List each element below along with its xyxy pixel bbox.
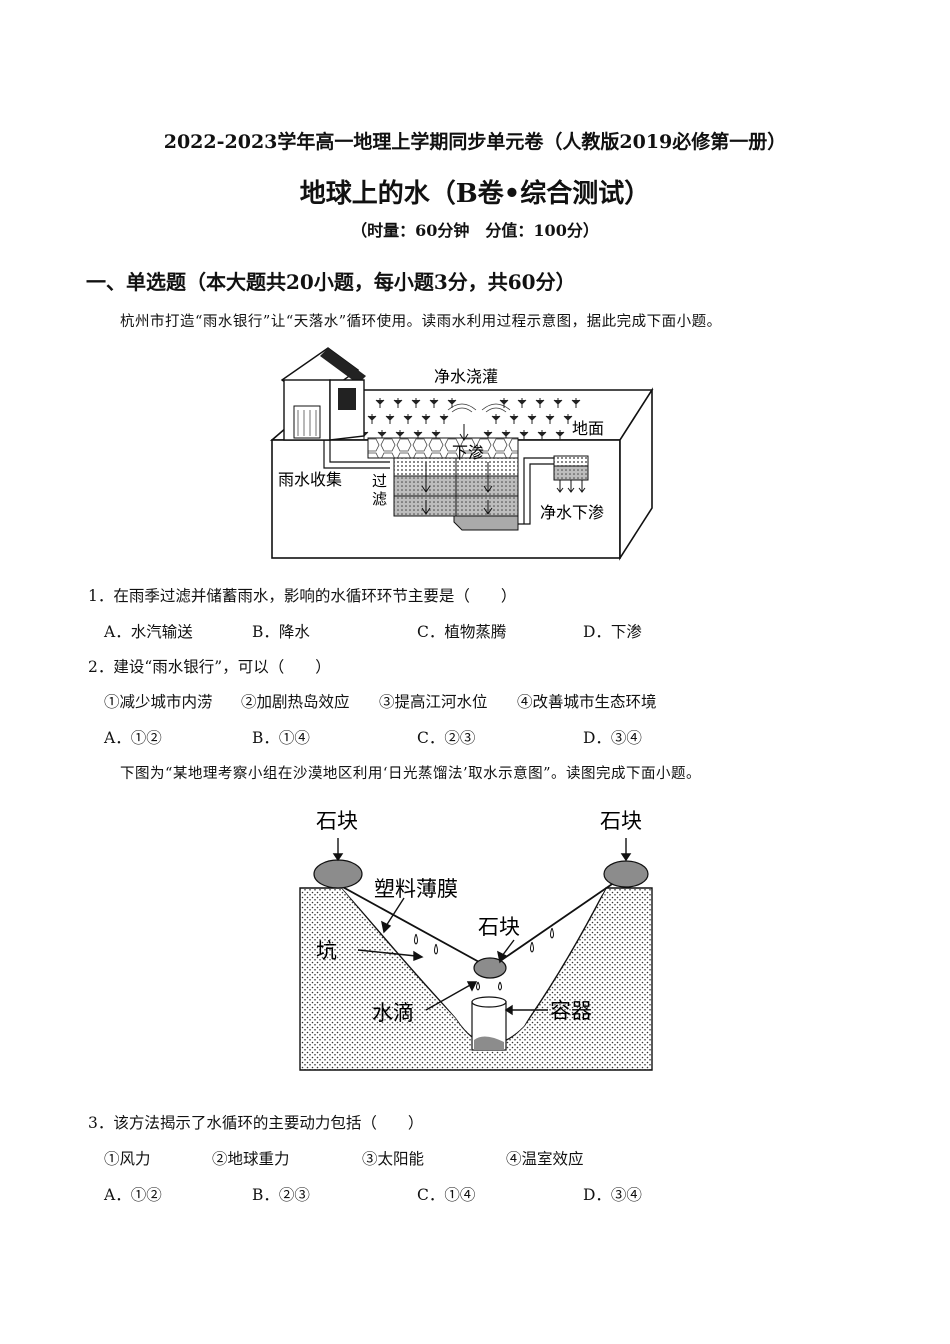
stone-right-icon	[603, 860, 649, 888]
q2-option-b[interactable]: B．①④	[252, 729, 310, 747]
label-container: 容器	[550, 999, 592, 1023]
time-score-line: （时量：60分钟 分值：100分）	[351, 221, 599, 240]
q2-option-c[interactable]: C．②③	[417, 729, 476, 747]
q3-item-2: ②地球重力	[212, 1150, 290, 1168]
stone-left-icon	[313, 859, 363, 889]
seepage-tank	[553, 455, 589, 493]
label-rain-collection: 雨水收集	[278, 470, 342, 489]
label-irrigation: 净水浇灌	[434, 367, 498, 386]
q3-item-3: ③太阳能	[362, 1150, 425, 1168]
label-clean-infiltration: 净水下渗	[540, 503, 604, 522]
q2-item-1: ①减少城市内涝	[104, 693, 213, 711]
label-pit: 坑	[316, 939, 337, 963]
question-2-stem: 2．建设“雨水银行”，可以（ ）	[88, 658, 331, 676]
ground-side-face	[619, 387, 653, 561]
collection-pipe	[323, 440, 390, 469]
label-ground: 地面	[572, 419, 604, 438]
q3-item-4: ④温室效应	[506, 1150, 584, 1168]
infiltration-arrow	[459, 424, 469, 441]
sprinkler-icon	[447, 403, 511, 413]
label-infiltration: 下渗	[452, 443, 484, 462]
q2-item-4: ④改善城市生态环境	[517, 693, 657, 711]
label-stone-right: 石块	[600, 809, 642, 833]
house-icon	[280, 347, 366, 441]
q3-option-a[interactable]: A．①②	[104, 1186, 162, 1204]
section-heading: 一、单选题（本大题共20小题，每小题3分，共60分）	[86, 270, 576, 294]
filter-tanks	[393, 457, 519, 531]
label-stone-center: 石块	[478, 915, 520, 939]
filter-arrows	[421, 462, 493, 515]
question-1-stem: 1．在雨季过滤并储蓄雨水，影响的水循环环节主要是（ ）	[88, 587, 517, 605]
series-title: 2022-2023学年高一地理上学期同步单元卷（人教版2019必修第一册）	[163, 131, 787, 153]
q1-option-b[interactable]: B．降水	[252, 623, 310, 641]
rainwater-diagram: 净水浇灌 地面 下渗 雨水收集 过 滤 净水下渗	[269, 347, 654, 561]
question-3-stem: 3．该方法揭示了水循环的主要动力包括（ ）	[88, 1114, 424, 1132]
pit-interior	[342, 888, 606, 1044]
group1-intro: 杭州市打造“雨水银行”让“天落水”循环使用。读雨水利用过程示意图，据此完成下面小…	[120, 314, 722, 330]
q3-item-1: ①风力	[104, 1150, 151, 1168]
q3-option-d[interactable]: D．③④	[583, 1186, 642, 1204]
q3-option-c[interactable]: C．①④	[417, 1186, 476, 1204]
group2-intro: 下图为“某地理考察小组在沙漠地区利用‘日光蒸馏法’取水示意图”。读图完成下面小题…	[120, 766, 702, 782]
grass-symbols	[359, 398, 581, 441]
label-plastic-film: 塑料薄膜	[374, 877, 458, 901]
plastic-film	[329, 879, 619, 969]
stone-center-icon	[473, 957, 507, 979]
q1-option-c[interactable]: C．植物蒸腾	[417, 623, 507, 641]
q2-option-d[interactable]: D．③④	[583, 729, 642, 747]
gravel-layer	[367, 437, 519, 459]
label-filter-1: 过	[372, 472, 387, 490]
solar-distillation-diagram: 石块 石块 塑料薄膜 石块 坑 水滴 容器	[299, 809, 653, 1071]
q2-option-a[interactable]: A．①②	[104, 729, 162, 747]
q1-option-d[interactable]: D．下渗	[583, 623, 642, 641]
water-droplets	[414, 927, 554, 991]
outflow-pipe	[518, 457, 554, 525]
pointer-arrows	[332, 838, 632, 1016]
q2-item-3: ③提高江河水位	[379, 693, 488, 711]
q3-option-b[interactable]: B．②③	[252, 1186, 310, 1204]
q1-option-a[interactable]: A．水汽输送	[104, 623, 193, 641]
q2-item-2: ②加剧热岛效应	[241, 693, 350, 711]
container-icon	[471, 996, 507, 1051]
main-title: 地球上的水（B卷•综合测试）	[299, 179, 651, 209]
label-water-droplet: 水滴	[372, 1001, 414, 1025]
label-filter-2: 滤	[372, 490, 387, 508]
label-stone-left: 石块	[316, 809, 358, 833]
